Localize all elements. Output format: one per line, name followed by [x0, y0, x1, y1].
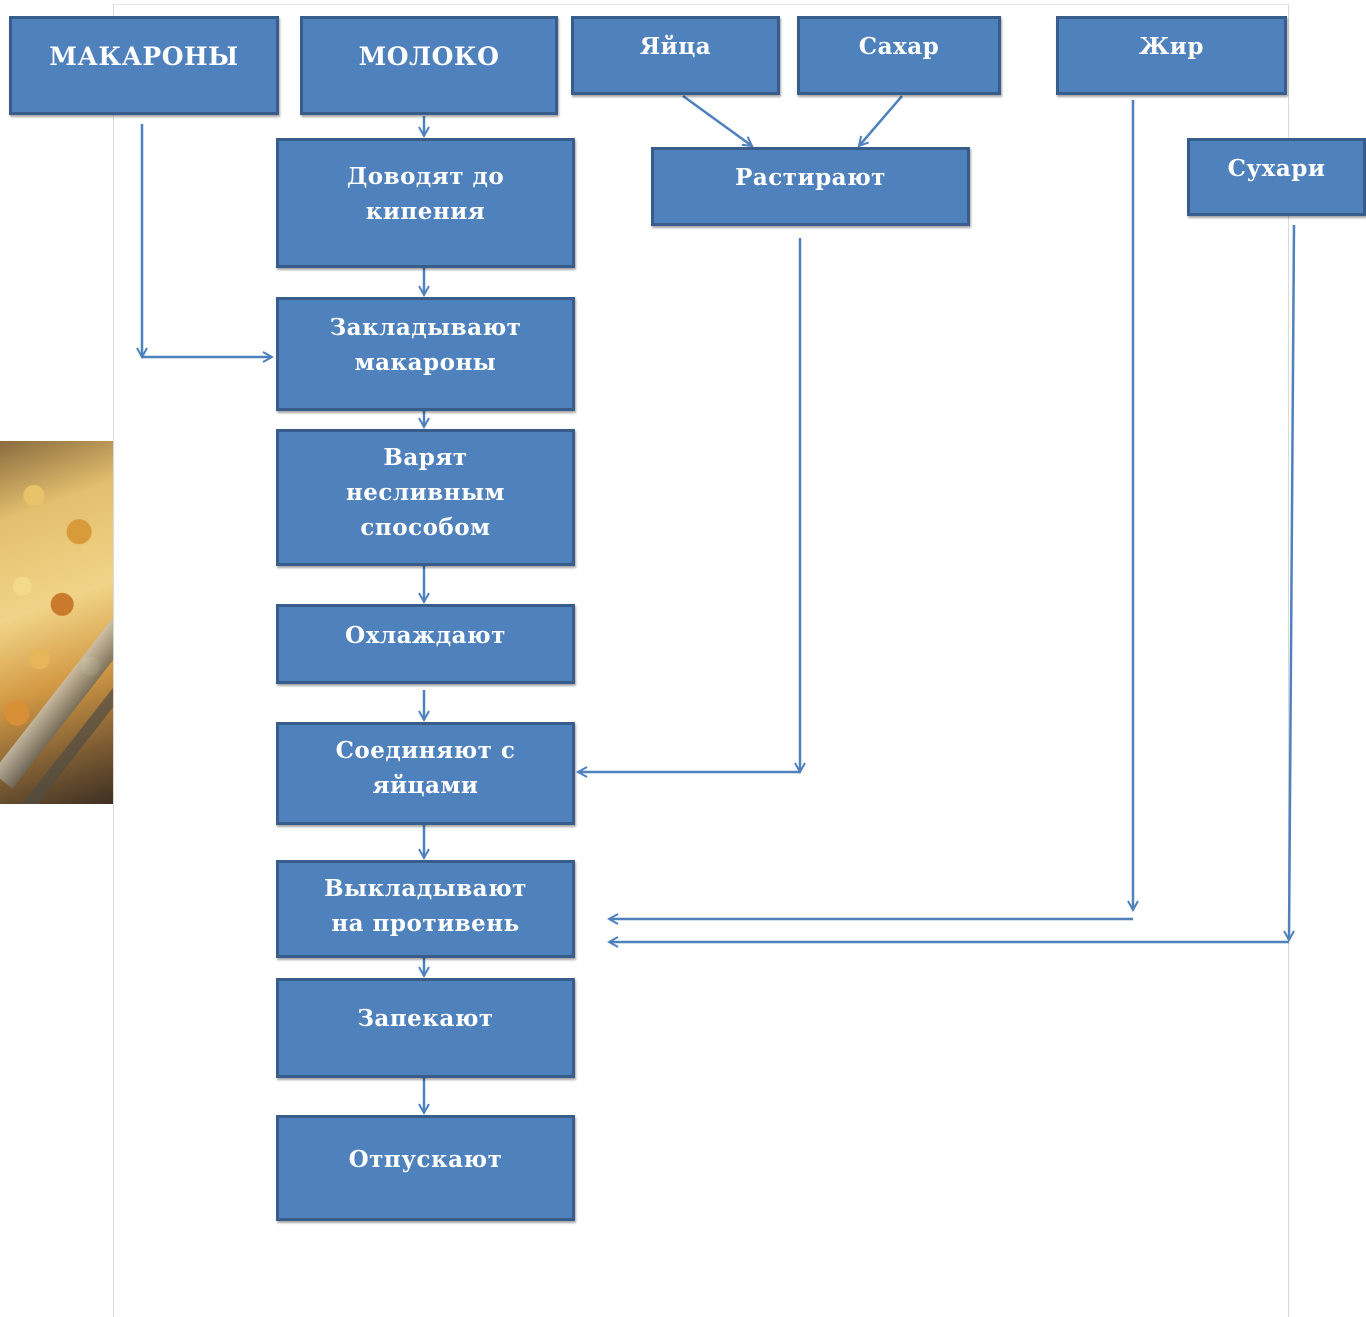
step-cook-label: Варят несливным способом [345, 444, 506, 541]
step-mix-eggs: Соединяют с яйцами [276, 722, 575, 825]
step-boil-label: Доводят до кипения [346, 163, 505, 225]
step-bake: Запекают [276, 978, 575, 1078]
step-lay-out-label: Выкладывают на противень [324, 875, 527, 937]
ingredient-makarony: МАКАРОНЫ [9, 16, 279, 115]
arrow-crumbs-down [1289, 224, 1296, 940]
ingredient-sakhar-label: Сахар [858, 33, 940, 60]
ingredient-zhir: Жир [1056, 16, 1287, 95]
step-rub: Растирают [651, 147, 970, 226]
ingredient-makarony-label: МАКАРОНЫ [49, 42, 239, 71]
ingredient-zhir-label: Жир [1139, 33, 1204, 60]
casserole-photo [0, 441, 113, 804]
ingredient-yaitsa: Яйца [571, 16, 780, 95]
ingredient-sukhari-label: Сухари [1227, 155, 1326, 182]
page-frame [113, 4, 1289, 1317]
step-add-pasta-label: Закладывают макароны [329, 314, 522, 376]
step-serve: Отпускают [276, 1115, 575, 1221]
arrow-eggs-to-rub [682, 94, 752, 146]
step-cool-label: Охлаждают [345, 622, 506, 649]
step-cool: Охлаждают [276, 604, 575, 684]
step-mix-eggs-label: Соединяют с яйцами [335, 737, 516, 799]
step-lay-out: Выкладывают на противень [276, 860, 575, 958]
step-add-pasta: Закладывают макароны [276, 297, 575, 411]
ingredient-sukhari: Сухари [1187, 138, 1366, 216]
ingredient-moloko-label: МОЛОКО [358, 42, 500, 71]
ingredient-sakhar: Сахар [797, 16, 1001, 95]
step-bake-label: Запекают [357, 1005, 494, 1032]
arrow-sugar-to-rub [859, 95, 903, 146]
ingredient-moloko: МОЛОКО [300, 16, 558, 115]
ingredient-yaitsa-label: Яйца [639, 33, 712, 60]
step-serve-label: Отпускают [348, 1146, 503, 1173]
step-cook: Варят несливным способом [276, 429, 575, 566]
step-boil: Доводят до кипения [276, 138, 575, 268]
step-rub-label: Растирают [735, 164, 886, 191]
